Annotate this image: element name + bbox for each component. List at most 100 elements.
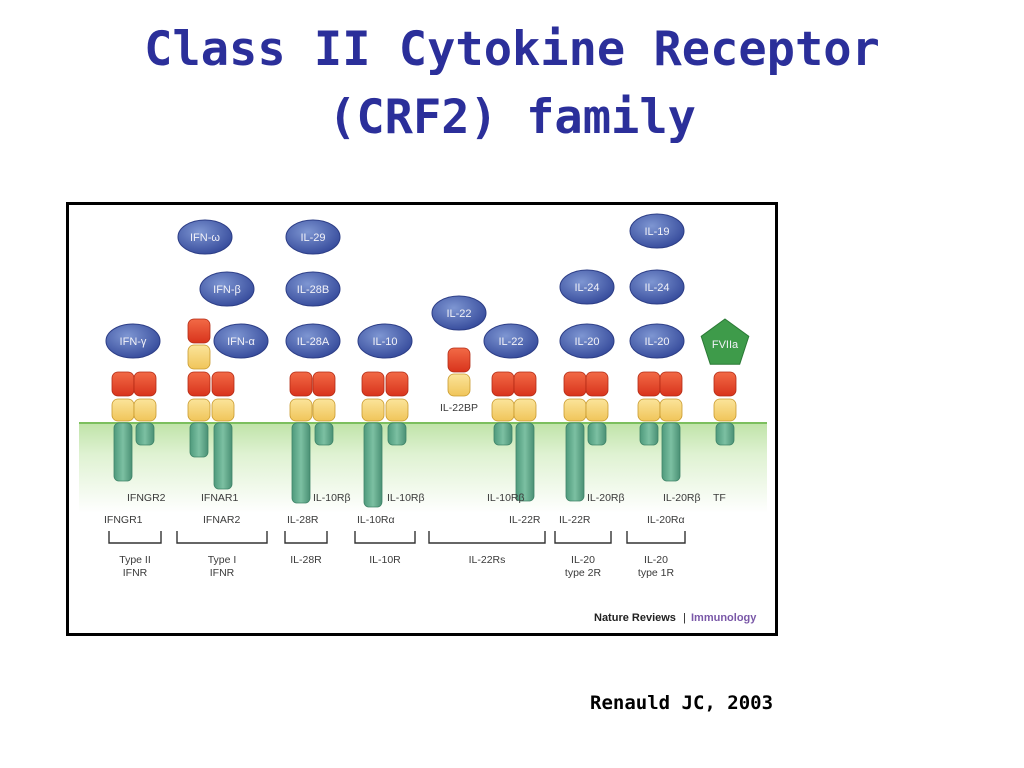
group-label-line2: IFNR — [123, 567, 148, 579]
il22bp-domain-d1 — [447, 347, 471, 373]
group-bracket — [354, 531, 416, 544]
chain-tf-domain-d1 — [713, 371, 737, 397]
ligand-il-22-label: IL-22 — [498, 336, 523, 348]
group-bracket — [108, 531, 162, 544]
ligand-il-19-label: IL-19 — [644, 226, 669, 238]
ligand-il-28b-label: IL-28B — [297, 284, 329, 296]
ligand-il-20: IL-20 — [559, 323, 615, 359]
ligand-ifn--shape — [199, 271, 255, 307]
ligand-ifn--shape — [105, 323, 161, 359]
group-bracket — [284, 531, 328, 544]
chain-il22r-a — [513, 371, 537, 502]
chain-il20rb-b-domain-d2 — [659, 398, 683, 422]
chain-il20rb-a — [585, 371, 609, 446]
chain-il22r-a-domain-d2 — [513, 398, 537, 422]
chain-ifnar2 — [211, 371, 235, 490]
chain-ifnar1 — [187, 371, 211, 458]
chain-label-lower: IL-10Rα — [357, 514, 395, 526]
chain-il20rb-a-domain-d2 — [585, 398, 609, 422]
chain-il20ra — [637, 371, 661, 446]
ligand-il-28b-shape — [285, 271, 341, 307]
ligand-il-28a: IL-28A — [285, 323, 341, 359]
chain-ifngr2-domain-d2 — [133, 398, 157, 422]
chain-il22r-b-domain-d1 — [563, 371, 587, 397]
chain-ifnar2-domain-d2 — [211, 398, 235, 422]
chain-ifnar1-domain-d1 — [187, 371, 211, 397]
chain-ifngr1-domain-d2 — [111, 398, 135, 422]
chain-il10rb-c-stalk — [493, 422, 513, 446]
citation: Renauld JC, 2003 — [590, 692, 774, 714]
ligand-il-20: IL-20 — [629, 323, 685, 359]
ligand-fviia: FVIIa — [700, 318, 750, 365]
group-label-line1: Type II — [119, 554, 151, 566]
ligand-ifn--label: IFN-β — [213, 284, 241, 296]
fviia-label: FVIIa — [712, 339, 739, 351]
chain-label-lower: IL-28R — [287, 514, 319, 526]
ligand-il-29: IL-29 — [285, 219, 341, 255]
ligand-il-22: IL-22 — [431, 295, 487, 331]
chain-ifnar1-stalk — [189, 422, 209, 458]
chain-il22r-b-domain-d2 — [563, 398, 587, 422]
ligand-il-28a-shape — [285, 323, 341, 359]
slide-title-line-2: (CRF2) family — [328, 90, 696, 145]
chain-label-upper: TF — [713, 492, 726, 504]
chain-il22r-a-stalk — [515, 422, 535, 502]
chain-label-upper: IL-10Rβ — [313, 492, 351, 504]
group-label-line1: IL-22Rs — [469, 554, 506, 566]
ifnar1-domain-d3 — [187, 318, 211, 344]
receptor-group-5: IL-22Rs — [428, 531, 546, 566]
chain-il10ra — [361, 371, 385, 508]
ligand-il-10-label: IL-10 — [372, 336, 397, 348]
receptor-group-4: IL-10R — [354, 531, 416, 566]
ligand-ifn-: IFN-γ — [105, 323, 161, 359]
chain-il22r-a-domain-d1 — [513, 371, 537, 397]
group-label-line1: IL-10R — [369, 554, 401, 566]
ligand-ifn--shape — [177, 219, 233, 255]
ligand-ifn--shape — [213, 323, 269, 359]
chain-il10rb-a-domain-d2 — [312, 398, 336, 422]
ligand-il-24-shape — [629, 269, 685, 305]
chain-label-upper: IFNAR1 — [201, 492, 239, 504]
ligand-il-20-shape — [629, 323, 685, 359]
receptor-group-3: IL-28R — [284, 531, 328, 566]
ligand-il-10: IL-10 — [357, 323, 413, 359]
chain-il20rb-a-stalk — [587, 422, 607, 446]
ligand-il-28b: IL-28B — [285, 271, 341, 307]
group-bracket — [554, 531, 612, 544]
ligand-il-20-label: IL-20 — [644, 336, 669, 348]
chain-il10rb-a-domain-d1 — [312, 371, 336, 397]
chain-il20rb-b — [659, 371, 683, 482]
chain-il10ra-stalk — [363, 422, 383, 508]
group-bracket — [626, 531, 686, 544]
chain-ifnar2-stalk — [213, 422, 233, 490]
group-label-line1: Type I — [208, 554, 237, 566]
ligand-il-29-label: IL-29 — [300, 232, 325, 244]
chain-il28r — [289, 371, 313, 504]
ligand-il-29-shape — [285, 219, 341, 255]
chain-ifngr1-domain-d1 — [111, 371, 135, 397]
ligand-ifn--label: IFN-α — [227, 336, 255, 348]
chain-il28r-domain-d2 — [289, 398, 313, 422]
chain-ifnar1-domain-d2 — [187, 398, 211, 422]
ligand-il-10-shape — [357, 323, 413, 359]
ligand-il-28a-label: IL-28A — [297, 336, 330, 348]
ifnar1-extra-domains — [187, 318, 211, 370]
chain-il10ra-domain-d2 — [361, 398, 385, 422]
ligand-il-24: IL-24 — [559, 269, 615, 305]
group-bracket — [428, 531, 546, 544]
chain-il10rb-b — [385, 371, 409, 446]
chain-label-lower: IFNAR2 — [203, 514, 241, 526]
chain-il20rb-b-stalk — [661, 422, 681, 482]
chain-label-upper: IL-20Rβ — [663, 492, 701, 504]
fviia-pentagon — [700, 318, 750, 365]
chain-tf-domain-d2 — [713, 398, 737, 422]
ligand-ifn-: IFN-ω — [177, 219, 233, 255]
group-label-line2: IFNR — [210, 567, 235, 579]
chain-il22r-b-stalk — [565, 422, 585, 502]
